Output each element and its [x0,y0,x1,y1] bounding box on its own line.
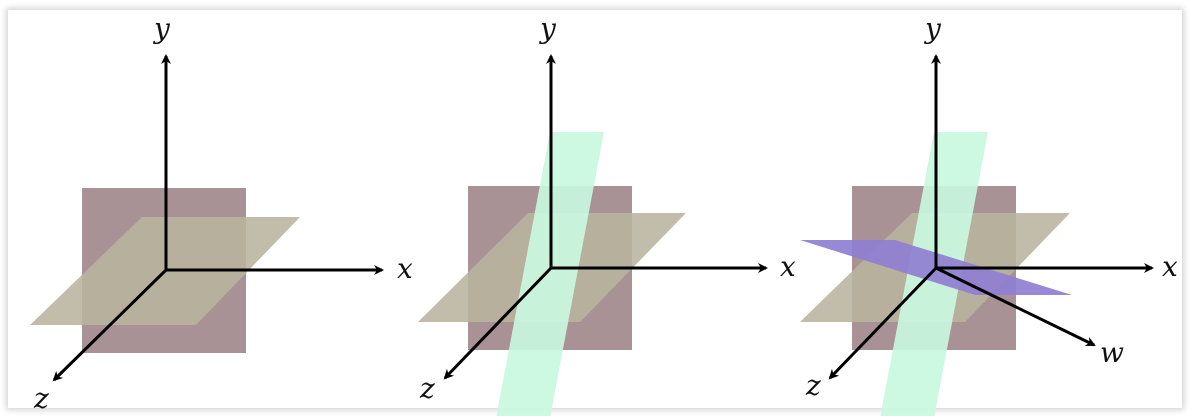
y-axis-label: y [538,12,557,45]
z-axis [52,268,168,382]
w-axis-label: w [1100,336,1124,369]
z-axis-label: z [419,372,435,405]
z-axis [443,266,553,380]
x-axis-label: x [397,252,413,285]
z-axis-label: z [33,382,49,415]
diagram-panel-2: y x z [418,12,796,416]
y-axis-label: y [923,12,942,45]
w-axis [935,266,1096,347]
z-axis-label: z [805,369,821,402]
y-axis-label: y [152,12,171,45]
x-axis-label: x [1162,250,1178,283]
diagram-panel-1: y x z [30,12,413,415]
yz-plane [496,132,604,416]
z-axis [828,266,938,380]
diagram-panel-3: y x z w [800,12,1178,416]
x-axis-label: x [780,250,796,283]
